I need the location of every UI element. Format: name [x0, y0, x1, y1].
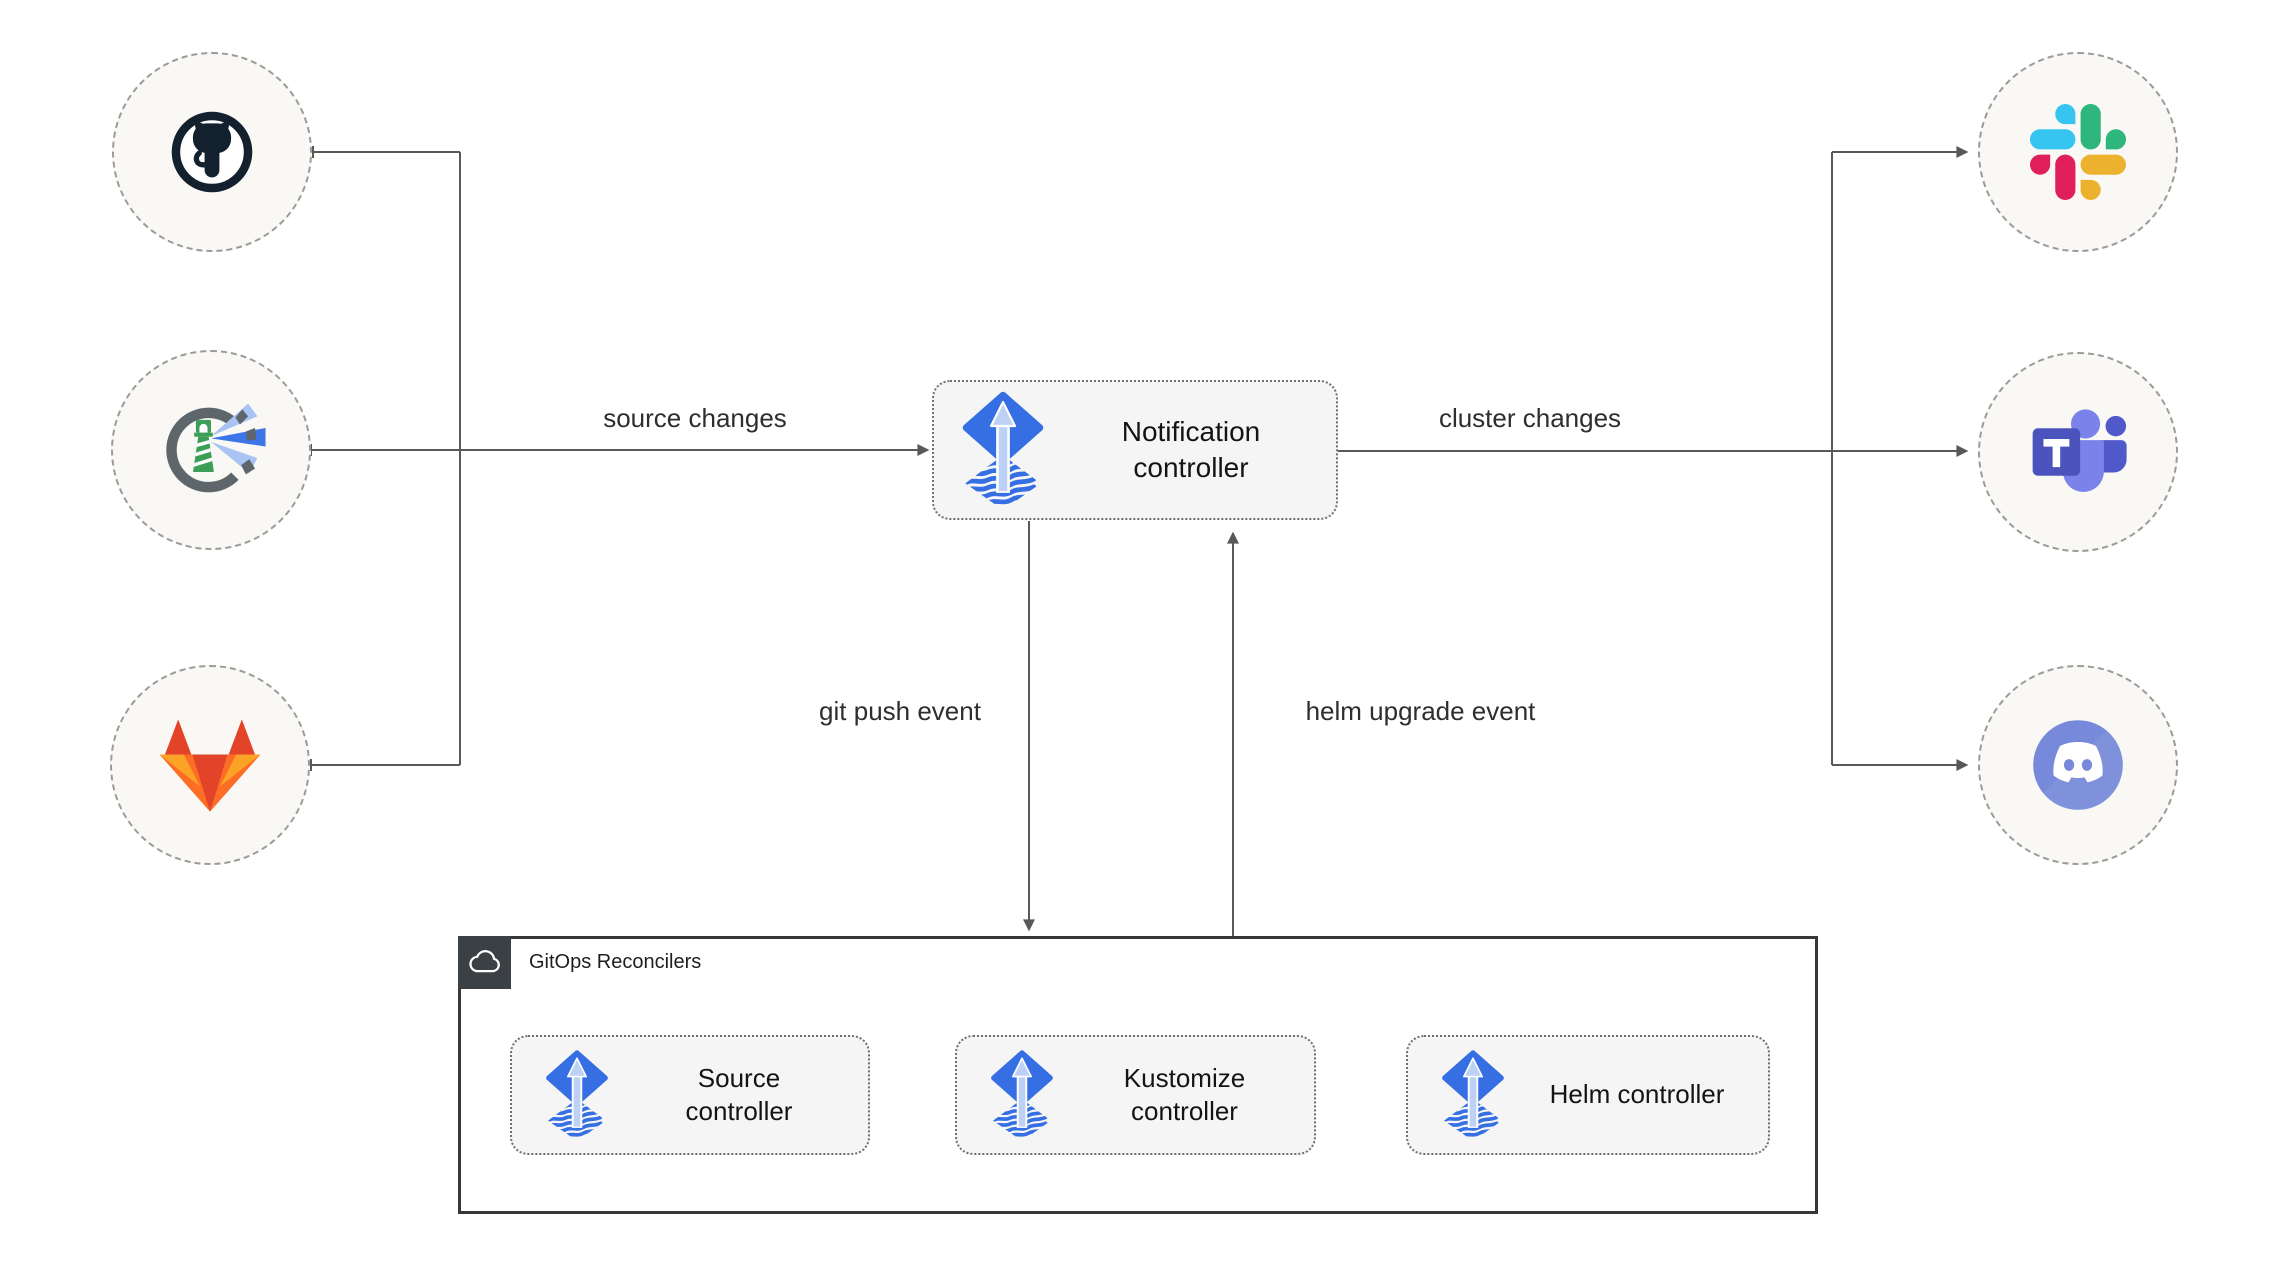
kustomize-controller-label: Kustomize controller [1055, 1062, 1314, 1129]
edge-label-helm-upgrade-event: helm upgrade event [1305, 696, 1536, 726]
github-icon [159, 99, 265, 205]
slack-icon [2030, 104, 2126, 200]
gitops-reconcilers-title: GitOps Reconcilers [529, 951, 702, 973]
source-controller-text: Source controller [685, 1062, 793, 1126]
harbor-icon [153, 392, 269, 508]
node-gitlab [110, 665, 310, 865]
source-controller-label: Source controller [610, 1062, 868, 1129]
edge-label-git-push-event: git push event [819, 696, 981, 726]
node-slack [1978, 52, 2178, 252]
node-discord [1978, 665, 2178, 865]
node-github [112, 52, 312, 252]
flux-icon [544, 1049, 610, 1141]
node-harbor [111, 350, 311, 550]
helm-controller-box: Helm controller [1406, 1035, 1770, 1155]
kustomize-controller-box: Kustomize controller [955, 1035, 1316, 1155]
helm-controller-label: Helm controller [1506, 1078, 1768, 1111]
edge-label-cluster-changes: cluster changes [1438, 403, 1622, 433]
flux-icon [960, 390, 1046, 510]
cloud-icon [468, 949, 500, 972]
flux-icon [1440, 1049, 1506, 1141]
source-controller-box: Source controller [510, 1035, 870, 1155]
gitops-reconcilers-badge [458, 936, 511, 989]
node-teams [1978, 352, 2178, 552]
helm-controller-text: Helm controller [1549, 1079, 1725, 1110]
edge-label-source-changes: source changes [603, 403, 787, 433]
discord-icon [2033, 720, 2134, 813]
notification-controller-text: Notification controller [1121, 416, 1261, 483]
flux-icon [989, 1049, 1055, 1141]
kustomize-controller-text: Kustomize controller [1123, 1062, 1246, 1126]
gitops-reconcilers-group: GitOps Reconcilers Source controller Kus… [458, 936, 1818, 1214]
notification-controller-box: Notification controller [932, 380, 1338, 520]
teams-icon [2032, 409, 2127, 492]
gitlab-icon [159, 718, 261, 812]
notification-controller-label: Notification controller [1046, 414, 1336, 486]
